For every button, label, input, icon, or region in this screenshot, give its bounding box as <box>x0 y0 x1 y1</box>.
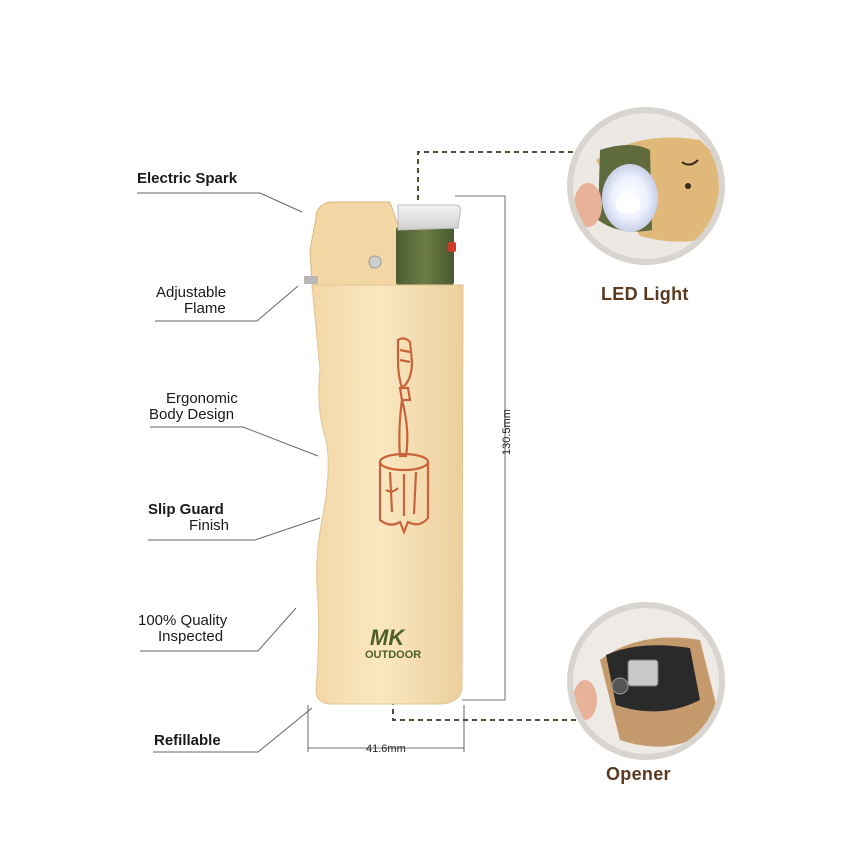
callout-connectors <box>392 151 590 721</box>
feature-slip-guard-line1: Slip Guard <box>148 501 224 518</box>
led-light-title: LED Light <box>601 284 689 304</box>
lighter: MK OUTDOOR <box>304 201 464 705</box>
feature-electric-spark: Electric Spark <box>137 170 238 187</box>
feature-slip-guard-line2: Finish <box>189 517 230 534</box>
brand-subtitle: OUTDOOR <box>365 649 421 661</box>
feature-ergonomic-line1: Ergonomic <box>166 390 238 407</box>
leader-lines <box>137 192 321 753</box>
feature-refillable: Refillable <box>154 732 221 749</box>
height-dimension-label: 130.5mm <box>501 409 513 455</box>
knife-stump-print <box>378 337 430 535</box>
feature-quality-line2: Inspected <box>158 628 224 645</box>
feature-adjustable-line2: Flame <box>184 300 226 317</box>
feature-quality-line1: 100% Quality <box>138 612 228 629</box>
dimension-lines <box>307 195 506 752</box>
width-dimension-label: 41.6mm <box>366 743 406 755</box>
opener-title: Opener <box>606 764 671 784</box>
led-light-photo <box>567 107 725 265</box>
feature-adjustable-line1: Adjustable <box>156 284 227 301</box>
opener-photo <box>567 602 725 760</box>
feature-ergonomic-line2: Body Design <box>149 406 235 423</box>
brand-logo: MK <box>370 625 406 650</box>
